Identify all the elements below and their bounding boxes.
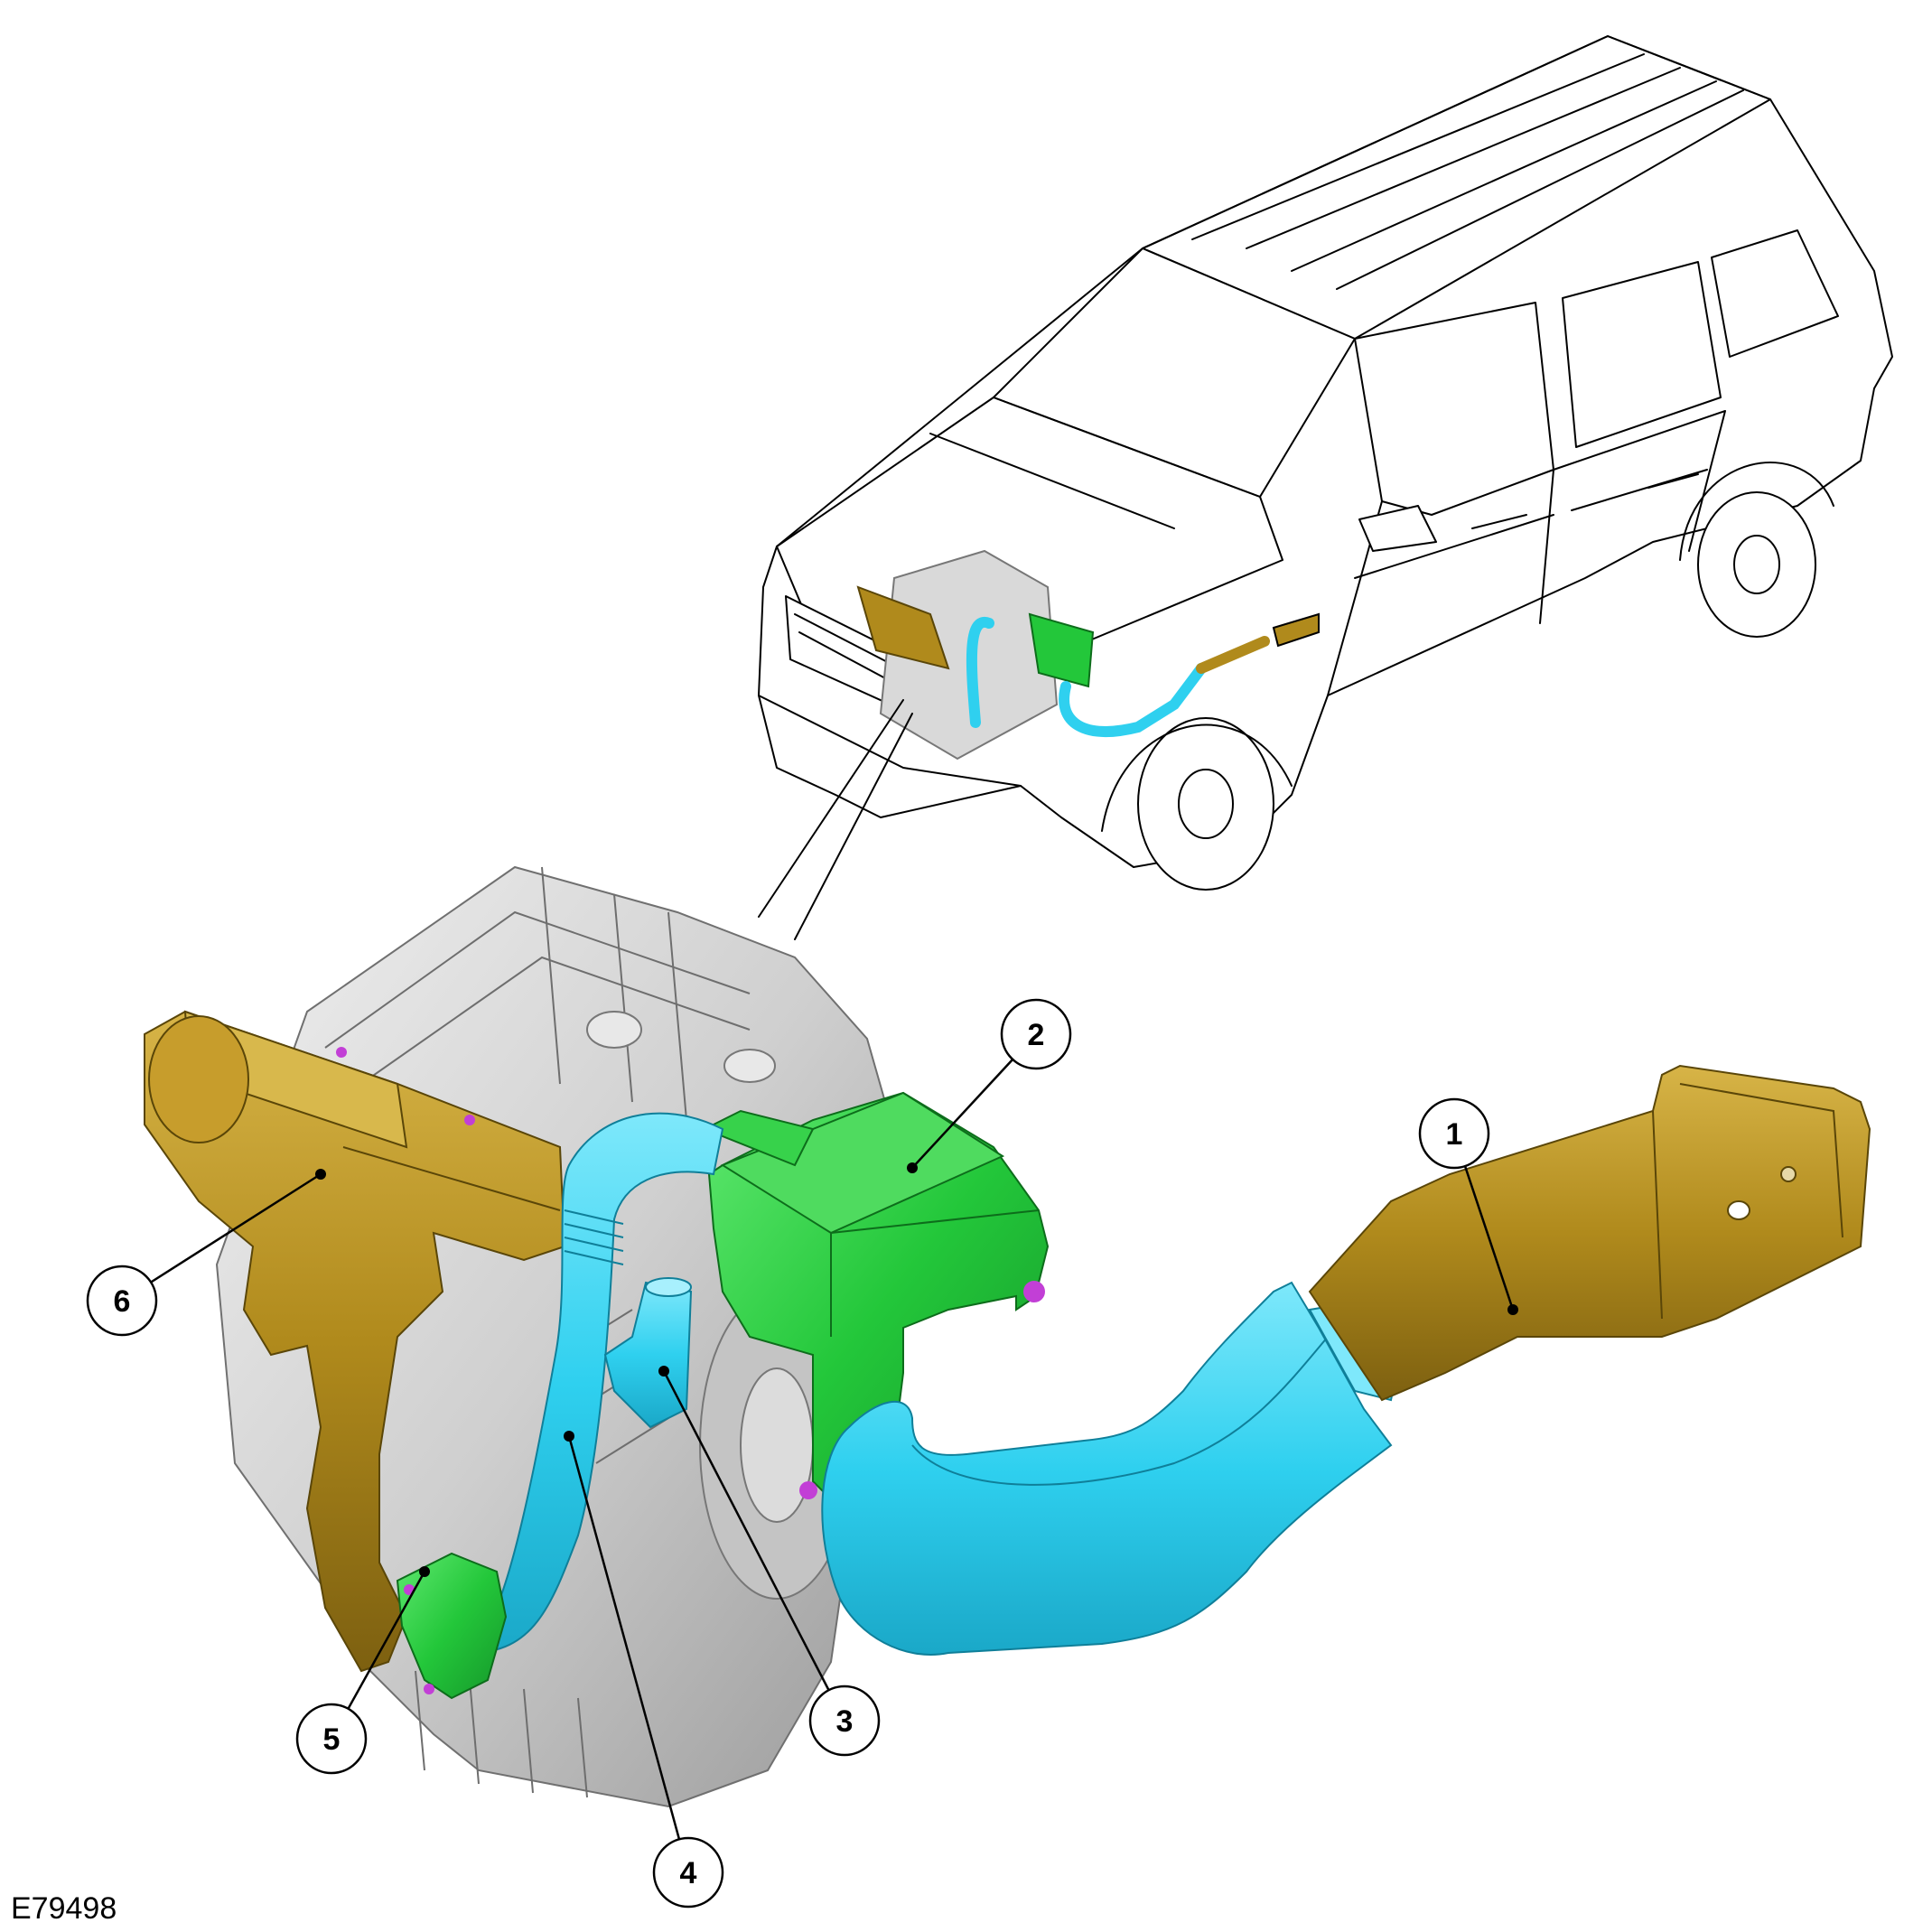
callout-5: 5: [295, 1566, 430, 1775]
callout-2: 2: [907, 998, 1072, 1173]
breather-tube: [603, 1277, 693, 1429]
callout-label-4: 4: [680, 1856, 697, 1890]
manifold-fastener-icon: [336, 1047, 347, 1058]
throttle-body: [396, 1552, 508, 1700]
callout-label-2: 2: [1028, 1018, 1045, 1052]
callout-label-1: 1: [1446, 1117, 1463, 1152]
throttle-body-fastener-icon: [424, 1684, 434, 1694]
callout-6: 6: [86, 1169, 326, 1337]
callout-3: 3: [658, 1366, 881, 1757]
air-cleaner-mount-icon: [1023, 1281, 1045, 1302]
callout-1: 1: [1418, 1097, 1518, 1315]
duct-fastener-icon: [799, 1481, 817, 1499]
air-cleaner-assembly: [702, 1091, 1050, 1528]
callout-label-3: 3: [836, 1704, 854, 1739]
engine-inset-miniature: [856, 549, 1270, 761]
fender-inlet-icon: [1272, 612, 1320, 648]
callout-label-6: 6: [114, 1284, 131, 1319]
callout-label-5: 5: [323, 1722, 341, 1757]
vehicle-outline: [758, 35, 1893, 891]
manifold-fastener-icon: [464, 1115, 475, 1125]
callout-4: 4: [564, 1431, 724, 1909]
air-inlet-duct: [1308, 1064, 1871, 1402]
intake-manifold: [144, 1010, 566, 1673]
figure-reference-code: E79498: [11, 1891, 117, 1926]
